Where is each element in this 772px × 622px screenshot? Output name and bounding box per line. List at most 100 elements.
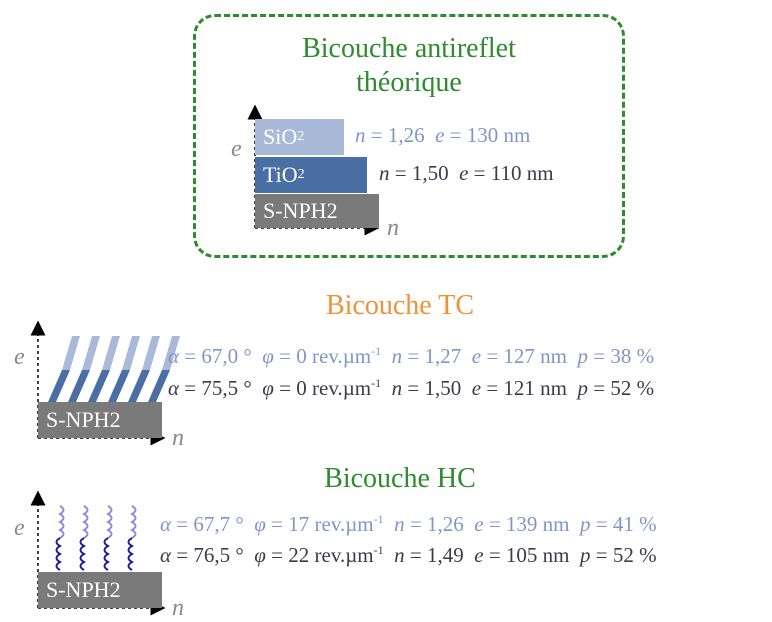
hc-row1-alpha-value: = 67,7 ° — [171, 512, 244, 536]
hc-helix-lower — [79, 537, 87, 571]
tc-row2-phi-value: = 0 rev.µm — [273, 376, 372, 400]
hc-row2-p-symbol: p — [580, 543, 591, 567]
sio2-n-value: = 1,26 — [365, 123, 425, 147]
tio2-n-value: = 1,50 — [389, 161, 449, 185]
tc-title: Bicouche TC — [325, 290, 474, 321]
theoretical-frame — [193, 14, 625, 258]
tc-row2-e-symbol: e — [471, 376, 482, 400]
tio2-subscript: 2 — [297, 167, 305, 182]
tc-substrate: S-NPH2 — [38, 402, 162, 438]
tc-row2-p-symbol: p — [577, 376, 589, 400]
sio2-params: n = 1,26 e = 130 nm — [355, 123, 530, 148]
tc-column-upper — [122, 336, 140, 370]
hc-helix-lower — [103, 537, 111, 571]
hc-row1-phi-value: = 17 rev.µm — [265, 512, 374, 536]
tc-row1-alpha-value: = 67,0 ° — [179, 344, 252, 368]
tc-column-upper — [82, 336, 100, 370]
hc-row2-n-symbol: n — [394, 543, 405, 567]
tc-row2-p-value: = 52 % — [588, 376, 655, 400]
tc-row2-n-symbol: n — [391, 376, 403, 400]
tc-column-lower — [48, 370, 70, 402]
tc-row1-phi-value: = 0 rev.µm — [273, 344, 372, 368]
sio2-subscript: 2 — [297, 129, 305, 144]
tc-column-lower — [108, 370, 130, 402]
sio2-e-symbol: e — [435, 123, 445, 147]
sio2-e-value: = 130 nm — [444, 123, 531, 147]
sio2-label: SiO — [263, 124, 298, 149]
hc-row2-p-value: = 52 % — [590, 543, 657, 567]
tc-row2-alpha-value: = 75,5 ° — [179, 376, 252, 400]
hc-row2-alpha-value: = 76,5 ° — [171, 543, 244, 567]
hc-axis-n-label: n — [172, 595, 184, 621]
tc-row1-e-symbol: e — [471, 344, 482, 368]
hc-substrate: S-NPH2 — [38, 572, 162, 608]
hc-row1-phi-exponent: -1 — [373, 512, 384, 526]
hc-row1-e-value: = 139 nm — [483, 512, 570, 536]
hc-helix-lower — [55, 537, 63, 571]
theoretical-substrate: S-NPH2 — [255, 194, 379, 228]
hc-helix-upper — [57, 505, 65, 539]
hc-row2-e-value: = 105 nm — [483, 543, 570, 567]
tc-row2-alpha-symbol: α — [168, 376, 180, 400]
tc-column-upper — [62, 336, 80, 370]
theoretical-axis-e-label: e — [231, 136, 242, 162]
tc-column-lower — [148, 370, 170, 402]
hc-row2-phi-value: = 22 rev.µm — [265, 543, 374, 567]
tc-row2: α = 75,5 ° φ = 0 rev.µm-1 n = 1,50 e = 1… — [168, 376, 654, 401]
theoretical-title-line1: Bicouche antireflet — [302, 33, 516, 64]
tc-column-upper — [142, 336, 160, 370]
hc-row1: α = 67,7 ° φ = 17 rev.µm-1 n = 1,26 e = … — [160, 512, 657, 537]
tc-row2-phi-symbol: φ — [262, 376, 274, 400]
tc-row1-p-value: = 38 % — [588, 344, 655, 368]
tc-column-lower — [68, 370, 90, 402]
tc-column-lower — [88, 370, 110, 402]
hc-row1-e-symbol: e — [474, 512, 484, 536]
hc-row2: α = 76,5 ° φ = 22 rev.µm-1 n = 1,49 e = … — [160, 543, 657, 568]
theoretical-axis-n-label: n — [387, 215, 399, 241]
hc-row2-alpha-symbol: α — [160, 543, 172, 567]
hc-row1-n-value: = 1,26 — [404, 512, 464, 536]
hc-helix-upper — [81, 505, 89, 539]
hc-row2-n-value: = 1,49 — [404, 543, 464, 567]
tc-row1-n-symbol: n — [391, 344, 403, 368]
hc-helix-lower — [127, 537, 135, 571]
hc-row1-alpha-symbol: α — [160, 512, 172, 536]
hc-row1-n-symbol: n — [394, 512, 405, 536]
hc-title: Bicouche HC — [324, 463, 476, 494]
tc-row1: α = 67,0 ° φ = 0 rev.µm-1 n = 1,27 e = 1… — [168, 344, 654, 369]
hc-axis-e-label: e — [14, 515, 25, 541]
hc-row2-phi-symbol: φ — [254, 543, 266, 567]
tc-row2-phi-exponent: -1 — [371, 376, 382, 390]
tio2-e-value: = 110 nm — [468, 161, 554, 185]
hc-row1-phi-symbol: φ — [254, 512, 266, 536]
tc-row1-p-symbol: p — [577, 344, 589, 368]
tc-column-lower — [128, 370, 150, 402]
hc-row1-p-symbol: p — [580, 512, 591, 536]
tc-row1-phi-exponent: -1 — [371, 344, 382, 358]
tc-row1-n-value: = 1,27 — [402, 344, 462, 368]
theoretical-title-line2: théorique — [356, 67, 462, 98]
tio2-label: TiO — [263, 162, 298, 187]
hc-row2-e-symbol: e — [474, 543, 484, 567]
hc-helix-upper — [129, 505, 137, 539]
theoretical-title: Bicouche antireflet théorique — [193, 32, 625, 100]
hc-row2-phi-exponent: -1 — [373, 543, 384, 557]
tc-row2-n-value: = 1,50 — [402, 376, 462, 400]
sio2-n-symbol: n — [355, 123, 366, 147]
hc-helix-upper — [105, 505, 113, 539]
tc-row1-e-value: = 127 nm — [481, 344, 567, 368]
tc-row1-alpha-symbol: α — [168, 344, 180, 368]
tio2-e-symbol: e — [459, 161, 469, 185]
tc-column-upper — [162, 336, 180, 370]
tc-axis-e-label: e — [14, 344, 25, 370]
tio2-n-symbol: n — [379, 161, 390, 185]
tc-axis-n-label: n — [172, 425, 184, 451]
tc-column-upper — [102, 336, 120, 370]
tc-row1-phi-symbol: φ — [262, 344, 274, 368]
tio2-params: n = 1,50 e = 110 nm — [379, 161, 554, 186]
hc-row1-p-value: = 41 % — [590, 512, 657, 536]
tc-row2-e-value: = 121 nm — [481, 376, 567, 400]
